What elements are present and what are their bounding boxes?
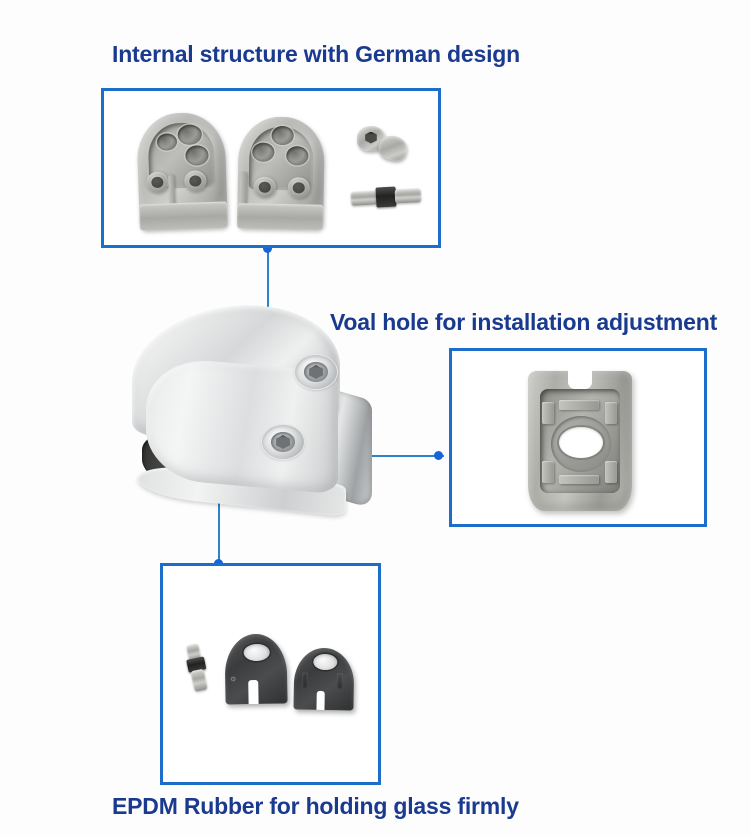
product-glass-clamp [128,298,380,546]
clamp-screw-lower [261,424,305,460]
voal-cross-bar-bottom [559,474,599,485]
epdm-gasket-right [293,647,355,711]
boss-hole-left-lower-left [151,176,164,189]
panel-epdm-rubber: ⚙ [160,563,381,785]
clamp-screw-upper-hex [309,365,323,379]
rear-casting-voal-hole [528,369,632,511]
cast-base-left [139,201,228,231]
hex-socket-screw-group [357,124,417,164]
stud-shaft-right [394,188,422,204]
epdm-gasket-left-hole [243,643,270,661]
panel-internal-structure [101,88,441,248]
boss-hole-left-lower-right [189,175,202,187]
boss-right-lower-right [287,177,310,199]
voal-oval-hole [559,427,603,458]
cast-base-right [237,203,324,230]
voal-top-notch [567,369,593,389]
cast-half-left [136,111,228,231]
threaded-stud [350,184,423,210]
cast-half-right [237,116,325,230]
voal-cross-bar-top [559,400,599,411]
epdm-gasket-right-slot [316,691,325,711]
connector-line-voal-hole [360,455,444,457]
voal-rib-upper-left [541,401,554,425]
epdm-gasket-right-tab-right [337,673,343,690]
epdm-stud-shaft-bottom [190,668,208,692]
connector-line-internal-structure [267,249,269,311]
epdm-gasket-left-logo: ⚙ [230,674,237,684]
epdm-metal-stud [181,642,212,694]
clamp-screw-lower-hex [276,435,290,449]
caption-epdm-rubber: EPDM Rubber for holding glass firmly [112,793,519,819]
epdm-gasket-left-slot [248,680,259,705]
boss-right-lower-left [253,176,276,198]
connector-dot-voal-hole [434,451,443,460]
voal-rib-upper-right [604,401,618,425]
epdm-gasket-right-hole [313,654,338,671]
epdm-gasket-right-tab-left [302,672,308,689]
voal-rib-lower-right [604,460,618,483]
boss-left-lower-left [146,171,169,194]
epdm-gasket-left: ⚙ [224,633,288,705]
voal-rib-lower-left [541,460,554,483]
connector-dot-internal-structure [263,244,272,253]
caption-internal-structure: Internal structure with German design [112,41,520,67]
boss-hole-right-lower-left [258,181,271,193]
stud-shaft-left [350,190,378,206]
stud-rubber-collar [375,186,397,208]
connector-line-epdm-rubber [218,482,220,564]
boss-left-lower-right [183,170,207,192]
hex-socket-recess [365,131,377,144]
panel-voal-hole [449,348,707,527]
boss-hole-right-lower-right [292,182,305,194]
clamp-screw-upper [294,354,338,390]
caption-voal-hole: Voal hole for installation adjustment [330,309,718,335]
